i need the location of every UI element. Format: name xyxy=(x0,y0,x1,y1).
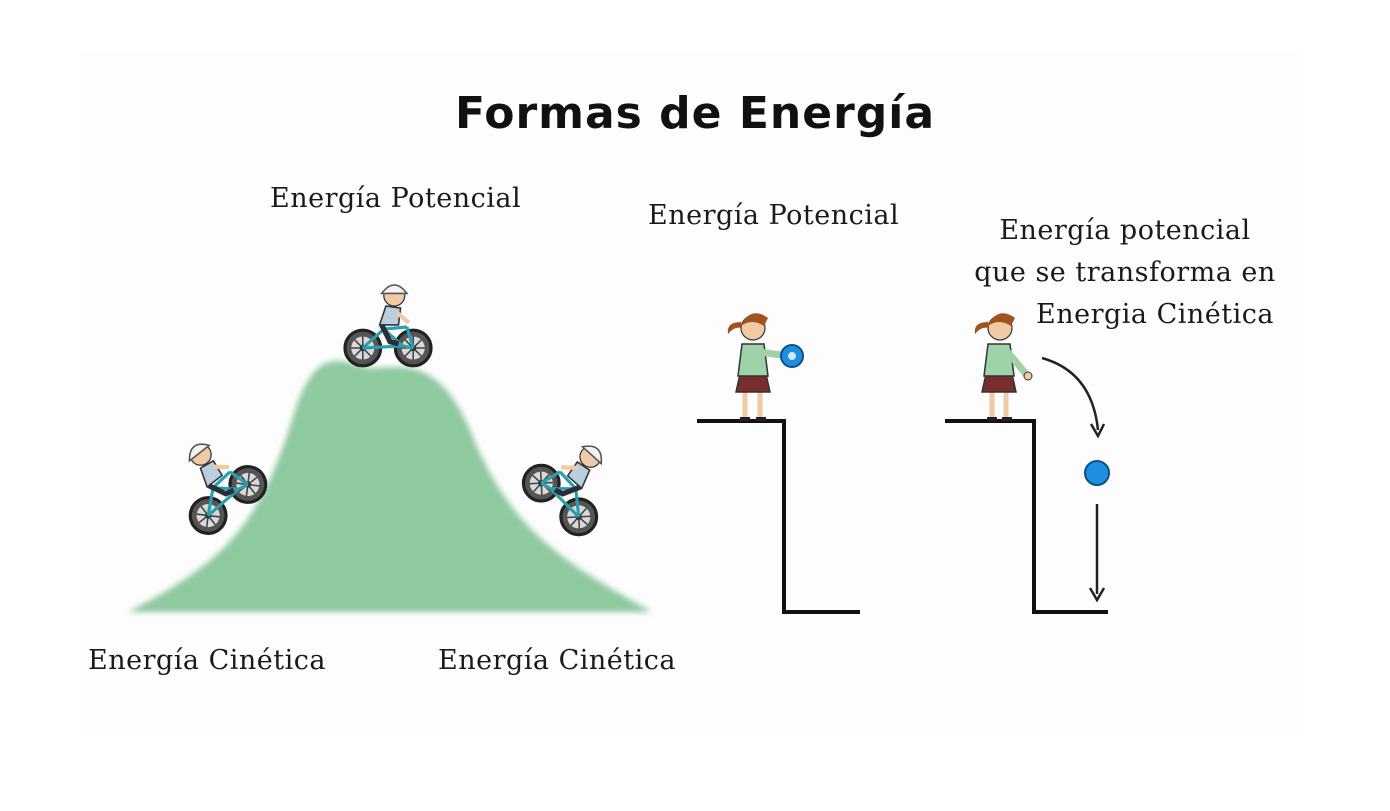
cyclist-top xyxy=(345,285,431,366)
cliff-dropping-outline xyxy=(945,421,1108,612)
ball-falling xyxy=(1085,461,1109,485)
girl-holding-ball xyxy=(728,313,788,419)
girl-dropping-ball xyxy=(975,313,1032,419)
cyclist-right-descending xyxy=(516,424,634,542)
fall-arrow-curve xyxy=(1042,358,1098,430)
ball-held-highlight xyxy=(788,352,796,360)
cliff-holding-outline xyxy=(697,421,860,612)
